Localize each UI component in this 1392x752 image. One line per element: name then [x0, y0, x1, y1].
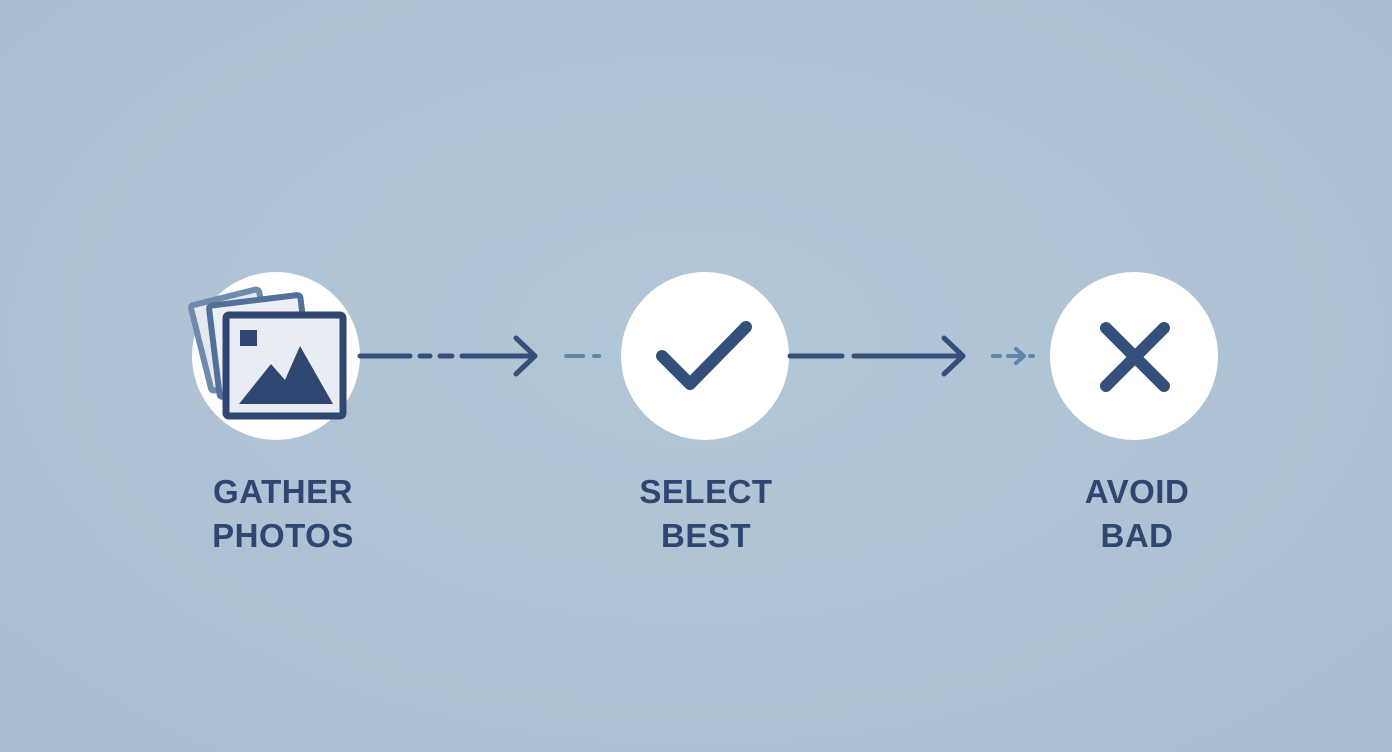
select-best-circle [621, 272, 789, 440]
connector-gather-to-select [357, 335, 601, 377]
avoid-bad-label: AVOID BAD [1007, 470, 1267, 558]
select-best-label: SELECT BEST [576, 470, 836, 558]
checkmark-icon [656, 321, 752, 390]
gather-photos-label-line2: PHOTOS [212, 517, 354, 554]
gather-photos-label: GATHER PHOTOS [153, 470, 413, 558]
avoid-bad-label-line2: BAD [1100, 517, 1174, 554]
avoid-bad-label-line1: AVOID [1084, 473, 1190, 510]
gather-photos-label-line1: GATHER [213, 473, 353, 510]
connector-select-to-avoid [787, 335, 1035, 377]
select-best-label-line1: SELECT [639, 473, 773, 510]
x-mark-icon [1100, 322, 1170, 392]
photos-icon [188, 286, 347, 420]
select-best-label-line2: BEST [660, 517, 751, 554]
